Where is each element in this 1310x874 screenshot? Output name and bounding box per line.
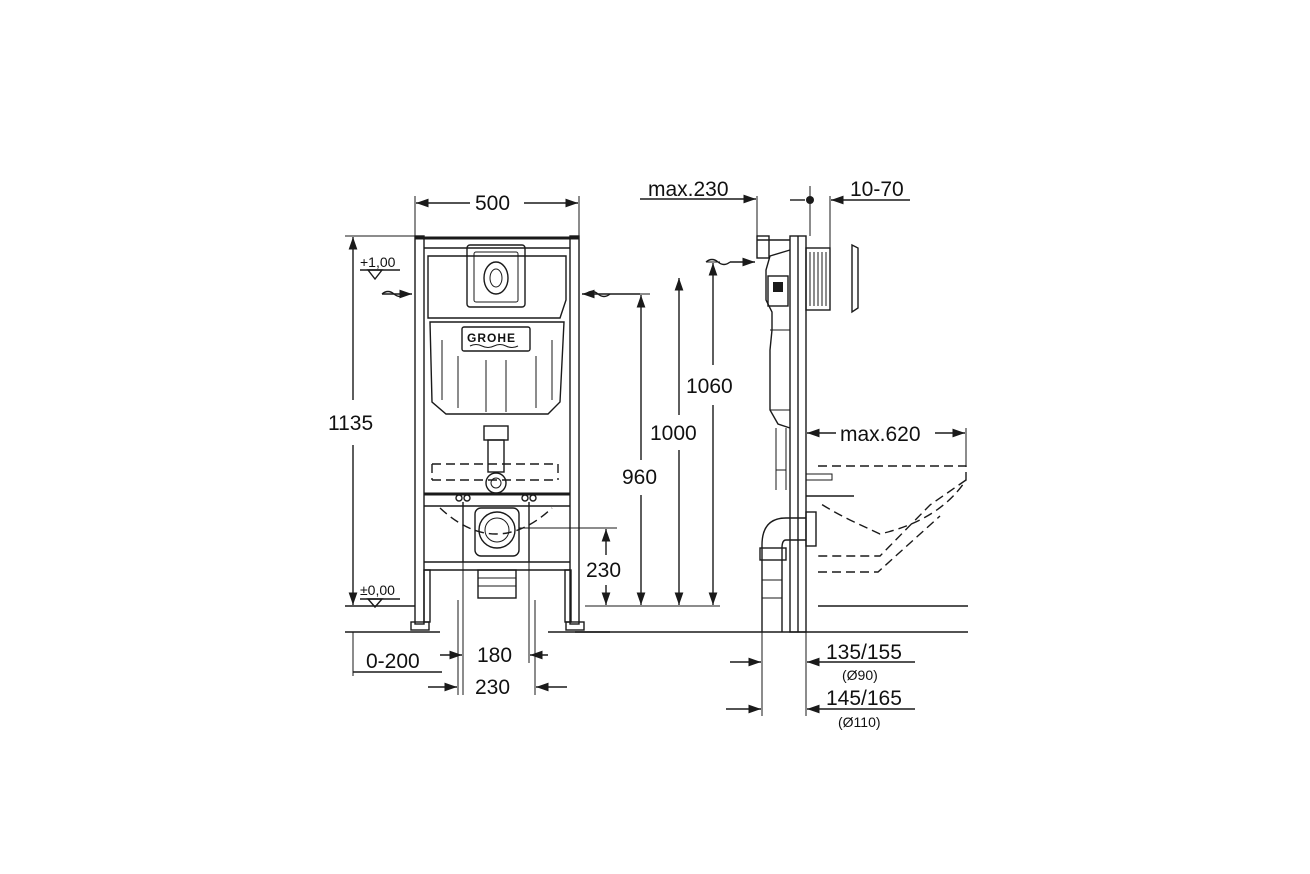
height-230-label: 230 [586,559,621,582]
drain-bend-side [759,511,817,632]
flush-button [483,261,509,295]
brand-logo: GROHE [467,331,516,345]
brand-plate [461,326,531,352]
front-view: GROHE [328,192,720,699]
wc-bowl-dashed [817,465,967,535]
spacing-230-label: 230 [475,676,510,699]
dia-110-label: (Ø110) [838,714,881,730]
spacing-180-label: 180 [477,644,512,667]
bowl-outline-front [431,463,559,481]
height-1000-label: 1000 [650,422,697,445]
height-total-label: 1135 [328,412,373,435]
height-960-label: 960 [622,466,657,489]
dia-90-label: (Ø90) [842,667,878,683]
bowl-curve-front [439,507,553,535]
mounting-bolts [455,494,537,562]
water-inlet-left [381,289,412,299]
side-view: max.230 10-70 1060 max.620 135/155 (Ø90)… [575,178,968,730]
width-top-label: 500 [475,192,510,215]
dim-135-155-label: 135/155 [826,641,902,664]
flush-plate-side [805,243,859,314]
cistern-side [765,249,791,490]
wc-bowl-base [818,479,967,557]
height-1060-label: 1060 [686,375,733,398]
max-620-label: max.620 [840,423,921,446]
cistern: GROHE [427,244,567,494]
side-frame [756,235,807,633]
wc-bowl-foot [818,515,941,573]
drain-connector [474,507,520,599]
max-230-label: max.230 [648,178,729,201]
level-marker-top [366,269,384,281]
frame [410,235,585,631]
flush-plate [466,244,526,308]
dim-145-165-label: 145/165 [826,687,902,710]
level-bottom-label: ±0,00 [360,582,395,598]
level-top-label: +1,00 [360,254,396,270]
offset-0-200-label: 0-200 [366,650,420,673]
range-10-70-label: 10-70 [850,178,904,201]
